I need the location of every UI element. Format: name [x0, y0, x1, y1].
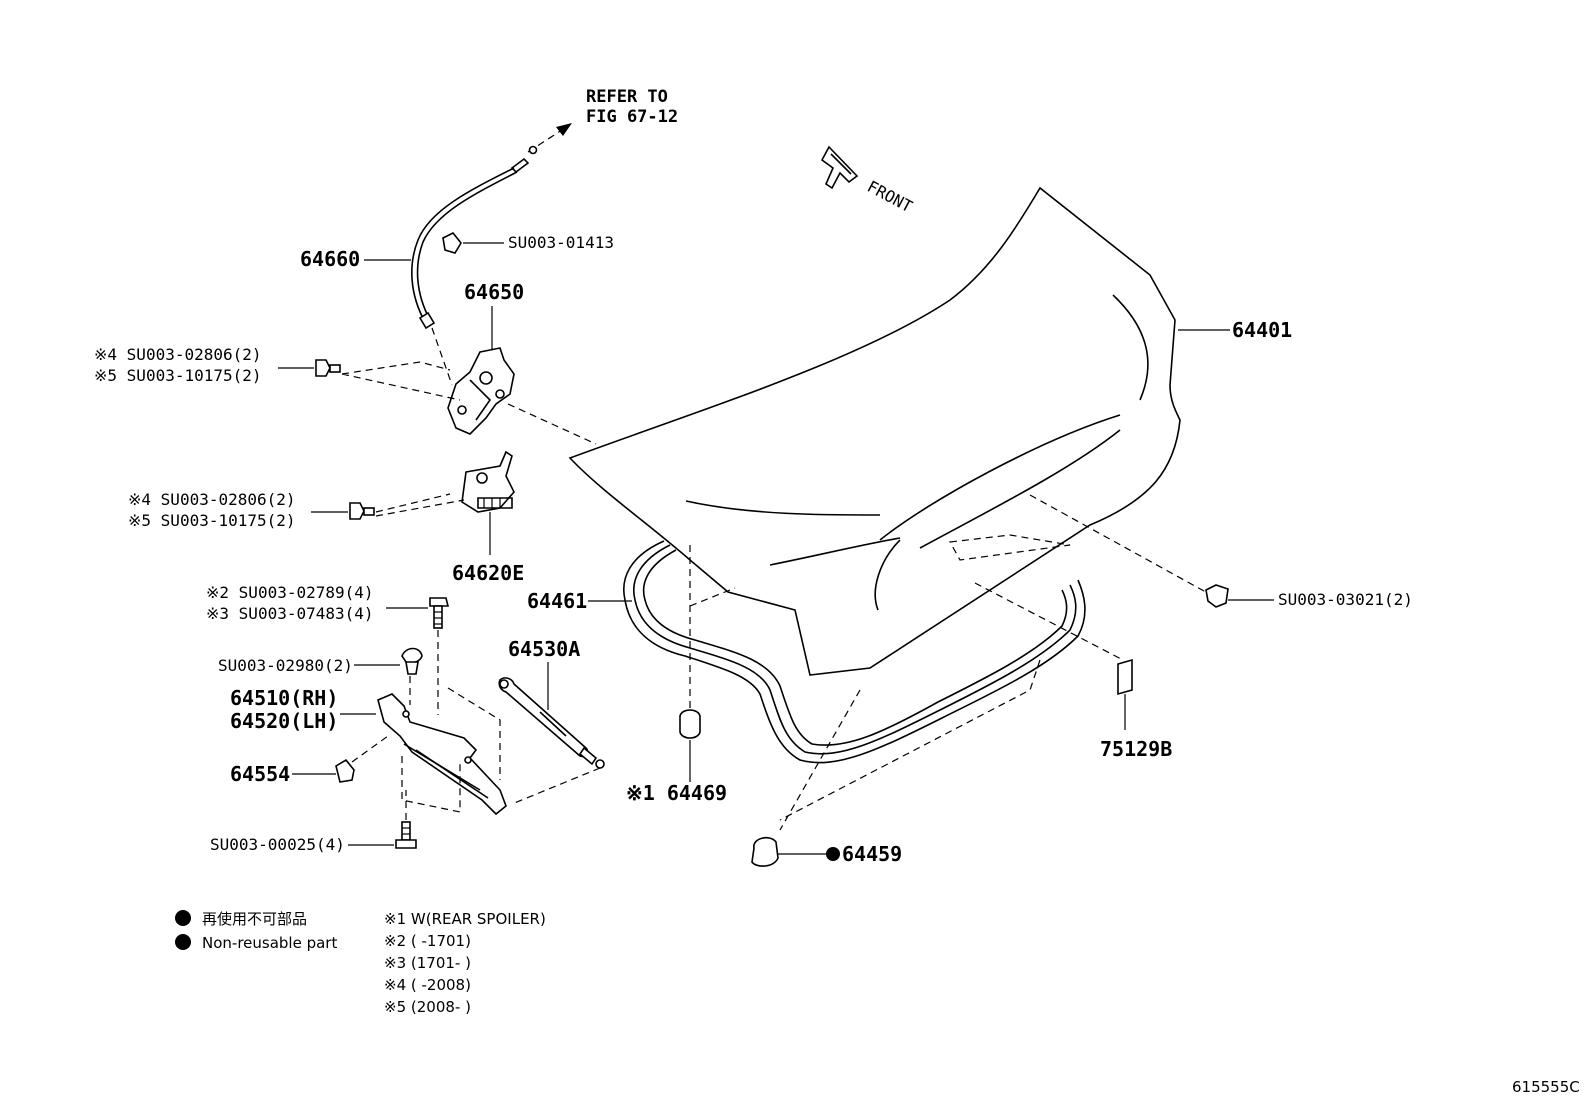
front-label: FRONT: [864, 177, 916, 217]
label-bolt-b-line2: ※5 SU003-10175(2): [128, 511, 296, 530]
label-64401: 64401: [1232, 318, 1292, 342]
bolt-b: [349, 502, 375, 520]
cushion-64469: [679, 709, 701, 739]
label-64510: 64510(RH): [230, 686, 338, 710]
label-75129B: 75129B: [1100, 737, 1172, 761]
weatherstrip-64461: [623, 540, 1086, 764]
legend-dot-jp: [175, 910, 191, 926]
label-64461: 64461: [527, 589, 587, 613]
label-bolt-c-line1: ※2 SU003-02789(4): [206, 583, 374, 602]
front-arrow-icon: [820, 145, 859, 190]
clip-su003-02980: [401, 647, 423, 675]
label-plate-75129B: [1117, 658, 1133, 696]
clip-su003-03021: [1205, 584, 1229, 608]
bolt-su003-00025: [395, 821, 417, 849]
figure-number: 615555C: [1512, 1078, 1580, 1096]
legend-note-1: ※1 W(REAR SPOILER): [384, 910, 546, 928]
legend-nonreusable-jp: 再使用不可部品: [202, 910, 307, 928]
label-64469: ※1 64469: [626, 781, 727, 805]
label-bolt-a-line2: ※5 SU003-10175(2): [94, 366, 262, 385]
trunk-lid-64401: [568, 186, 1181, 676]
label-bolt-b-line1: ※4 SU003-02806(2): [128, 490, 296, 509]
label-su003-03021: SU003-03021(2): [1278, 590, 1413, 609]
legend-note-5: ※5 (2008- ): [384, 998, 471, 1016]
label-64650: 64650: [464, 280, 524, 304]
gas-strut-64530A: [498, 677, 605, 769]
label-64530A: 64530A: [508, 637, 580, 661]
legend-note-3: ※3 (1701- ): [384, 954, 471, 972]
legend-nonreusable-en: Non-reusable part: [202, 934, 337, 952]
trunk-lock-64650: [447, 347, 515, 435]
legend-note-2: ※2 ( -1701): [384, 932, 471, 950]
legend-dot-en: [175, 934, 191, 950]
striker-64620E: [461, 450, 515, 513]
refer-to-line2: FIG 67-12: [586, 107, 678, 127]
nonreusable-dot: [826, 847, 840, 861]
release-cable-64660: [411, 145, 538, 386]
cushion-64459: [751, 836, 779, 867]
label-64660: 64660: [300, 247, 360, 271]
label-su003-01413: SU003-01413: [508, 233, 614, 252]
label-64554: 64554: [230, 762, 290, 786]
label-bolt-a-line1: ※4 SU003-02806(2): [94, 345, 262, 364]
label-su003-02980: SU003-02980(2): [218, 656, 353, 675]
label-64620E: 64620E: [452, 561, 524, 585]
label-64520: 64520(LH): [230, 709, 338, 733]
label-64459: 64459: [842, 842, 902, 866]
legend: 再使用不可部品 Non-reusable part ※1 W(REAR SPOI…: [175, 910, 546, 1016]
bolt-a: [315, 359, 341, 377]
hinge-bolt-top: [429, 597, 450, 629]
clip-su003-01413: [442, 231, 504, 254]
legend-note-4: ※4 ( -2008): [384, 976, 471, 994]
damper-64554: [335, 758, 355, 783]
label-su003-00025: SU003-00025(4): [210, 835, 345, 854]
refer-to-line1: REFER TO: [586, 87, 668, 107]
refer-arrow: [527, 123, 572, 153]
label-bolt-c-line2: ※3 SU003-07483(4): [206, 604, 374, 623]
hinge-64510-64520: [377, 693, 507, 816]
